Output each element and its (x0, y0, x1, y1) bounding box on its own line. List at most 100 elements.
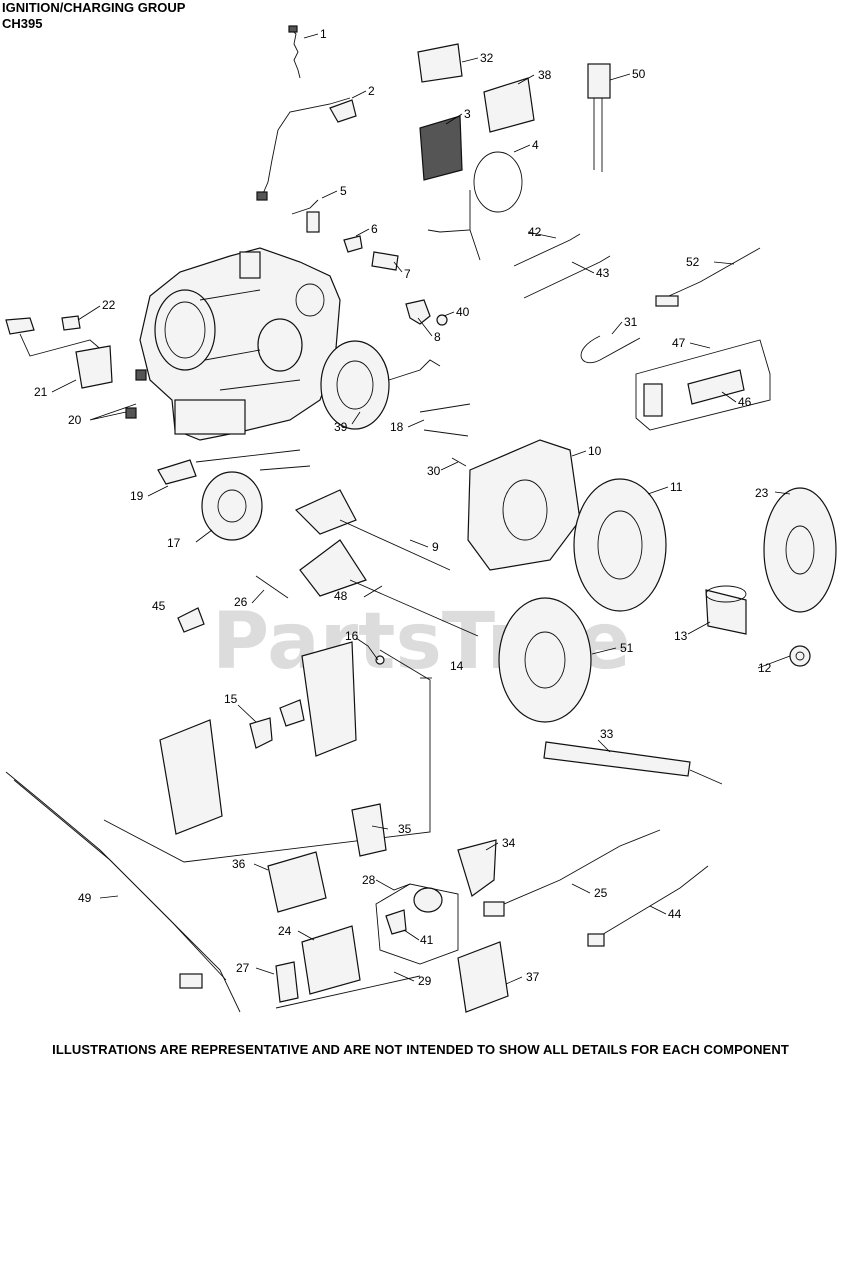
callout-26: 26 (234, 595, 248, 609)
part-22-plug-cap[interactable] (5, 315, 81, 335)
callout-42: 42 (528, 225, 542, 239)
callout-45: 45 (152, 599, 166, 613)
callout-41: 41 (420, 933, 434, 947)
callout-36: 36 (232, 857, 246, 871)
callout-24: 24 (278, 924, 292, 938)
part-36-module[interactable] (267, 851, 327, 913)
part-25-harness[interactable] (483, 829, 661, 917)
callout-31: 31 (624, 315, 638, 329)
part-43-lead[interactable] (523, 255, 611, 299)
part-52-lead[interactable] (655, 247, 761, 307)
callout-40: 40 (456, 305, 470, 319)
callout-12: 12 (758, 661, 772, 675)
part-49-wiring-harness[interactable] (5, 771, 241, 1013)
diagram-title: IGNITION/CHARGING GROUP (2, 0, 186, 15)
callout-19: 19 (130, 489, 144, 503)
callout-38: 38 (538, 68, 552, 82)
part-8-clip[interactable] (405, 299, 431, 325)
part-20-bolts[interactable] (125, 369, 147, 419)
part-32-rectifier[interactable] (417, 43, 463, 83)
part-2-ground-wire[interactable] (256, 97, 357, 201)
callout-46: 46 (738, 395, 752, 409)
part-18-screws[interactable] (419, 403, 471, 437)
callout-4: 4 (532, 138, 539, 152)
callout-28: 28 (362, 873, 376, 887)
callout-5: 5 (340, 184, 347, 198)
part-38-regulator[interactable] (483, 77, 535, 133)
callout-11: 11 (670, 480, 683, 494)
callout-35: 35 (398, 822, 412, 836)
callout-18: 18 (390, 420, 404, 434)
part-19-lead[interactable] (157, 449, 311, 485)
disclaimer-footer: ILLUSTRATIONS ARE REPRESENTATIVE AND ARE… (52, 1042, 789, 1057)
callout-10: 10 (588, 444, 602, 458)
part-6-clip[interactable] (343, 235, 363, 253)
callout-30: 30 (427, 464, 441, 478)
part-15-key[interactable] (249, 717, 273, 749)
callout-34: 34 (502, 836, 516, 850)
part-30-screw[interactable] (451, 457, 467, 467)
callout-21: 21 (34, 385, 48, 399)
part-13-cup[interactable] (705, 585, 747, 635)
part-17-stator[interactable] (201, 471, 263, 541)
part-24-module[interactable] (301, 925, 361, 995)
callout-1: 1 (320, 27, 327, 41)
callout-15: 15 (224, 692, 238, 706)
callout-27: 27 (236, 961, 250, 975)
callout-50: 50 (632, 67, 646, 81)
part-48-stator[interactable] (299, 539, 479, 637)
part-23-screen[interactable] (763, 487, 837, 613)
callout-20: 20 (68, 413, 82, 427)
callout-8: 8 (434, 330, 441, 344)
callout-37: 37 (526, 970, 540, 984)
part-39-stator[interactable] (320, 340, 441, 430)
engine-crankcase (139, 247, 341, 441)
callout-51: 51 (620, 641, 634, 655)
part-3-regulator[interactable] (419, 115, 463, 181)
part-7-bracket[interactable] (371, 251, 399, 271)
part-45-bulb[interactable] (177, 607, 205, 633)
part-4-strap[interactable] (427, 151, 523, 261)
part-16-screw[interactable] (375, 655, 385, 665)
callout-43: 43 (596, 266, 610, 280)
callout-47: 47 (672, 336, 686, 350)
part-31-tie[interactable] (580, 335, 641, 364)
callout-48: 48 (334, 589, 348, 603)
part-51-fan[interactable] (498, 597, 592, 723)
part-27-plate[interactable] (275, 961, 299, 1003)
callout-29: 29 (418, 974, 432, 988)
callout-49: 49 (78, 891, 92, 905)
part-21-ignition-lead[interactable] (19, 333, 113, 389)
callout-25: 25 (594, 886, 608, 900)
callout-leaders (51, 33, 791, 985)
part-35-bracket[interactable] (351, 803, 387, 857)
part-42-lead[interactable] (513, 233, 581, 267)
part-40-screw[interactable] (436, 314, 448, 326)
part-47-group[interactable] (635, 339, 771, 431)
part-5-lead[interactable] (291, 199, 320, 233)
callout-9: 9 (432, 540, 439, 554)
part-12-nut[interactable] (789, 645, 811, 667)
callout-44: 44 (668, 907, 682, 921)
part-34-bracket[interactable] (457, 839, 497, 897)
part-26-diode[interactable] (255, 575, 289, 599)
part-14-switch-group[interactable] (103, 641, 431, 863)
part-50-connector[interactable] (587, 63, 611, 172)
part-9-stator[interactable] (294, 489, 451, 571)
part-29-group-bracket[interactable] (275, 975, 421, 1009)
part-33-tube[interactable] (543, 741, 723, 785)
callout-52: 52 (686, 255, 700, 269)
callout-7: 7 (404, 267, 411, 281)
callout-33: 33 (600, 727, 614, 741)
callout-23: 23 (755, 486, 769, 500)
callout-2: 2 (368, 84, 375, 98)
part-41-key[interactable] (385, 909, 407, 935)
part-11-fan[interactable] (573, 478, 667, 612)
part-37-module[interactable] (457, 941, 509, 1013)
part-46-fuse[interactable] (643, 369, 745, 417)
callout-39: 39 (334, 420, 348, 434)
callout-32: 32 (480, 51, 494, 65)
part-1-wire-clip[interactable] (288, 25, 301, 79)
part-44-lead[interactable] (587, 865, 709, 947)
part-10-flywheel[interactable] (467, 439, 581, 571)
